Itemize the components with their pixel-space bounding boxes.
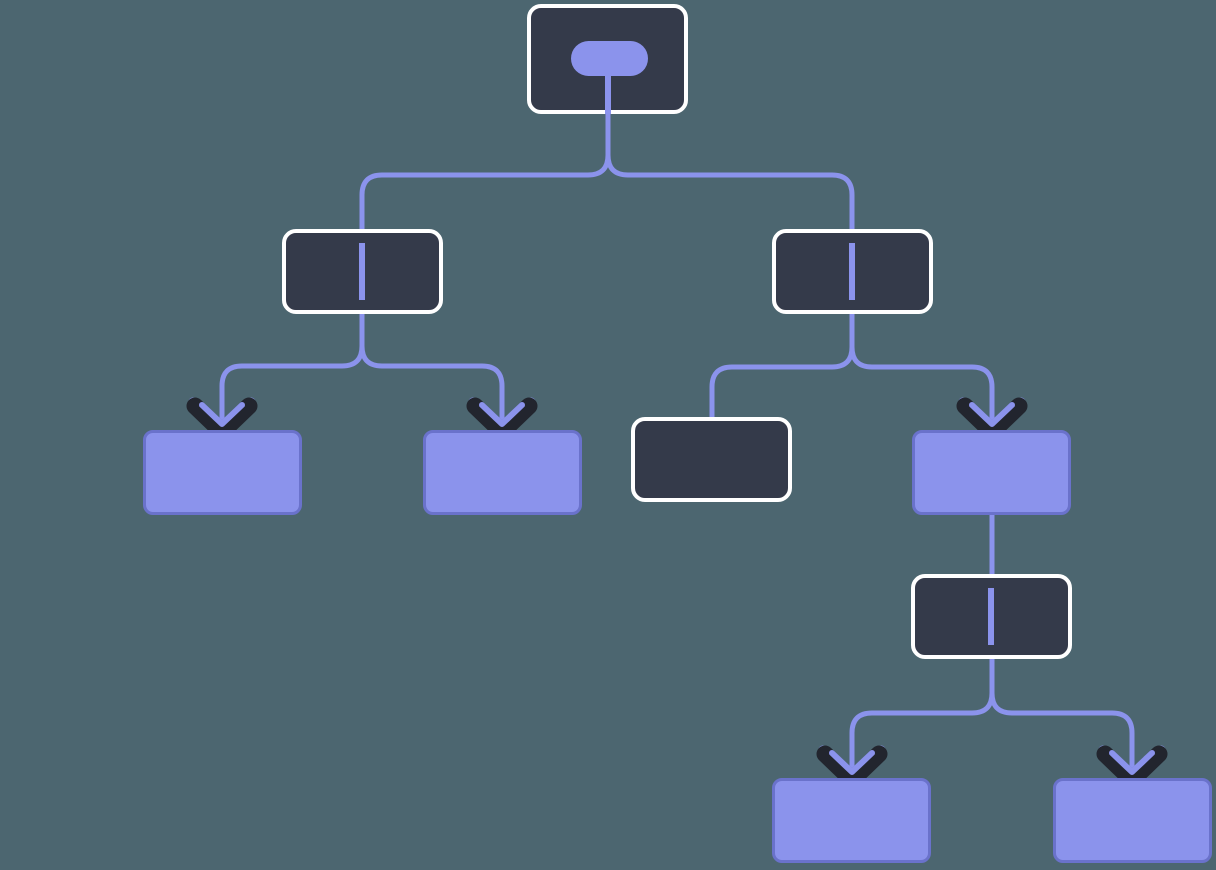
tree-node-l3-b[interactable] [423,430,582,515]
chevron-down-icon-inner [479,402,525,427]
edge-l2-right-to-l3-d [849,314,995,432]
root-node-stem [605,60,611,114]
tree-node-l5-b[interactable] [1053,778,1212,863]
node-inner-connector-il-l2-right [849,243,855,300]
edges-group [219,114,1135,780]
node-inner-connector-il-l4 [988,588,994,645]
tree-node-l3-a[interactable] [143,430,302,515]
edge-root-to-l2-left [359,114,611,229]
edge-l2-right-to-l3-c [709,314,855,417]
chevron-down-icon-inner [969,402,1015,427]
edge-l2-left-to-l3-b [359,314,505,432]
edge-root-to-l2-right [605,114,855,229]
chevron-down-icon-inner [1109,750,1155,775]
tree-node-l3-c[interactable] [631,417,792,502]
chevron-down-icon-inner [829,750,875,775]
edge-l4-to-l5-b [989,659,1135,780]
node-inner-connector-il-l2-left [359,243,365,300]
chevron-down-icon-inner [199,402,245,427]
tree-node-l5-a[interactable] [772,778,931,863]
tree-node-l3-d[interactable] [912,430,1071,515]
